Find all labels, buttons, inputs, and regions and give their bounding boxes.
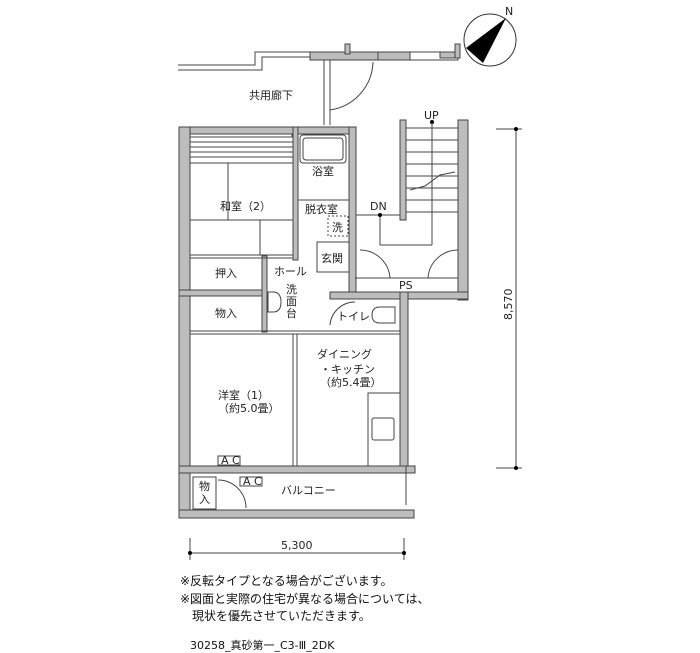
sink-icon (371, 417, 395, 441)
label-balcony: バルコニー (281, 484, 336, 497)
entrance-box (316, 241, 350, 273)
label-dk-2: ・キッチン (320, 363, 375, 376)
walls (178, 119, 469, 519)
stairs (356, 120, 459, 279)
toilet-icon (371, 306, 396, 324)
label-up: UP (424, 109, 439, 122)
dimension-width: 5,300 (188, 538, 406, 560)
label-washer: 洗 (332, 221, 343, 234)
note-3: 現状を優先させていただきます。 (180, 609, 371, 623)
north-label: N (505, 5, 513, 18)
width-label: 5,300 (281, 539, 313, 552)
label-washitsu: 和室（2） (220, 199, 271, 213)
label-entrance: 玄関 (321, 251, 343, 265)
balcony-door (217, 479, 247, 509)
label-yoshitsu: 洋室（1） (218, 388, 269, 402)
bathtub (298, 134, 349, 201)
label-vanity-3: 台 (286, 306, 297, 320)
label-storage-small-1: 物 (199, 479, 210, 493)
compass-icon: N (463, 5, 517, 67)
label-oshiire: 押入 (215, 266, 237, 280)
label-dressing: 脱衣室 (305, 202, 338, 216)
vanity-icon (267, 291, 282, 313)
label-toilet: トイレ (337, 310, 370, 323)
balcony-storage (192, 476, 217, 510)
label-hall: ホール (274, 265, 307, 278)
washer-space (327, 215, 349, 237)
ac-box-2 (239, 476, 263, 487)
label-yoshitsu-size: （約5.0畳） (218, 401, 280, 415)
label-ac-1: A C (221, 454, 240, 467)
toilet-door (329, 301, 356, 326)
label-ps: PS (399, 279, 413, 292)
label-corridor: 共用廊下 (249, 88, 293, 102)
ac-box-1 (217, 455, 241, 466)
plan-code: 30258_真砂第一_C3-Ⅲ_2DK (190, 639, 335, 652)
label-dk-size: （約5.4畳） (320, 375, 382, 389)
tatami (189, 136, 294, 255)
label-bath: 浴室 (312, 164, 334, 178)
label-dn: DN (370, 200, 387, 213)
note-2: ※図面と実際の住宅が異なる場合については、 (180, 592, 430, 606)
corridor-railing (178, 43, 461, 125)
kitchen-counter (367, 392, 401, 467)
label-vanity-1: 洗 (286, 283, 297, 296)
label-ac-2: A C (243, 475, 262, 488)
label-storage-small-2: 入 (199, 493, 210, 506)
label-dk-1: ダイニング (317, 347, 372, 361)
dimension-depth: 8,570 (496, 127, 522, 470)
label-storage: 物入 (215, 306, 237, 320)
depth-label: 8,570 (502, 289, 515, 321)
note-1: ※反転タイプとなる場合がございます。 (180, 574, 393, 588)
label-vanity-2: 面 (286, 295, 297, 308)
